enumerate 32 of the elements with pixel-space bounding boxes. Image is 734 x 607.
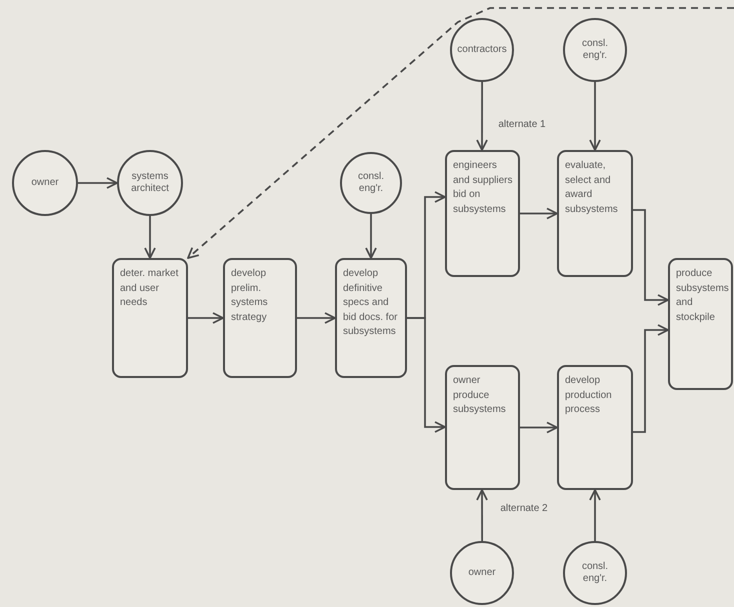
role-circle: consl. eng'r. — [340, 152, 402, 214]
arrow — [589, 489, 601, 541]
arrow — [589, 82, 601, 151]
arrow — [476, 82, 488, 151]
alternate-label: alternate 1 — [497, 118, 547, 131]
arrow — [633, 324, 669, 433]
arrow — [520, 422, 558, 434]
role-circle: consl. eng'r. — [563, 541, 627, 605]
dashed-arrow — [187, 7, 734, 259]
role-circle: consl. eng'r. — [563, 18, 627, 82]
process-box: develop definitive specs and bid docs. for subsystems — [335, 258, 407, 378]
role-circle: owner — [450, 541, 514, 605]
arrow — [520, 208, 558, 220]
process-box: produce subsystems and stockpile — [668, 258, 733, 390]
role-circle: owner — [12, 150, 78, 216]
arrow — [188, 312, 224, 324]
arrow — [78, 177, 118, 189]
process-box: develop prelim. systems strategy — [223, 258, 297, 378]
arrow — [476, 489, 488, 541]
process-box: engineers and suppliers bid on subsystems — [445, 150, 520, 277]
arrow — [365, 214, 377, 259]
process-box: deter. market and user needs — [112, 258, 188, 378]
process-box: develop production process — [557, 365, 633, 490]
arrow — [407, 317, 446, 433]
alternate-label: alternate 2 — [499, 502, 549, 515]
process-box: evaluate, select and award subsystems — [557, 150, 633, 277]
role-circle: systems architect — [117, 150, 183, 216]
process-box: owner produce subsystems — [445, 365, 520, 490]
arrow — [144, 216, 156, 259]
role-circle: contractors — [450, 18, 514, 82]
arrow — [297, 312, 336, 324]
arrow — [633, 209, 669, 306]
